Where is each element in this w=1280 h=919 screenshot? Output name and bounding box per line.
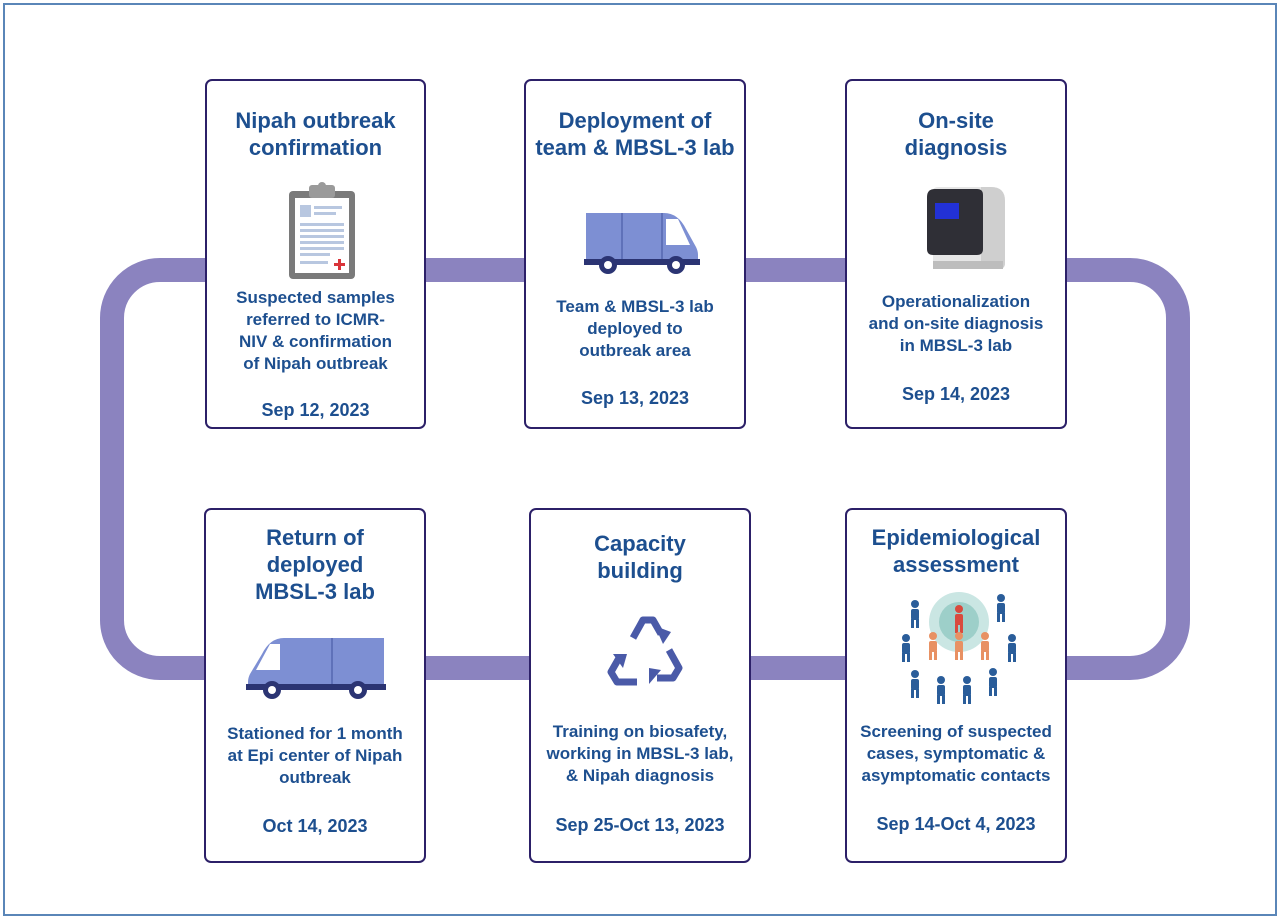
- figure-frame: [3, 3, 1277, 916]
- step-date: Sep 14-Oct 4, 2023: [876, 814, 1036, 834]
- step-date: Sep 14, 2023: [901, 384, 1011, 404]
- step-date: Sep 13, 2023: [580, 388, 690, 408]
- contact-tracing-icon: [902, 592, 1016, 704]
- recycle-icon: [607, 616, 683, 686]
- diagnostic-machine-icon: [927, 187, 1005, 269]
- step-description: Training on biosafety,working in MBSL-3 …: [546, 722, 734, 785]
- clipboard-icon: [289, 182, 355, 279]
- step-date: Sep 12, 2023: [261, 400, 370, 420]
- step-date: Sep 25-Oct 13, 2023: [555, 815, 725, 835]
- van-icon: [246, 638, 386, 699]
- van-icon: [584, 213, 700, 274]
- step-date: Oct 14, 2023: [262, 816, 368, 836]
